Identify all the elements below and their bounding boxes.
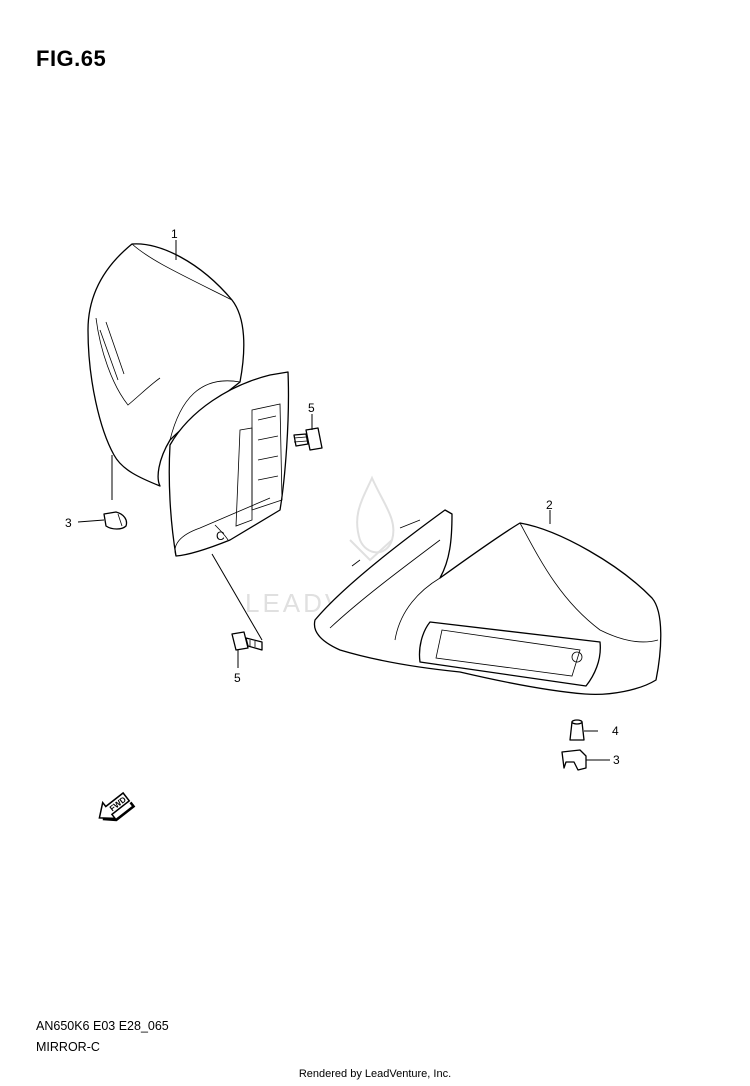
callout-5-upper: 5 [308,401,315,415]
clip-left[interactable] [103,511,128,530]
callout-2: 2 [546,498,553,512]
callout-3-right: 3 [613,753,620,767]
footer-credit: Rendered by LeadVenture, Inc. [298,1068,452,1080]
svg-text:C: C [216,529,225,543]
clip-right[interactable] [561,749,587,771]
figure-title: FIG.65 [36,46,107,71]
figure-code: AN650K6 E03 E28_065 [36,1019,169,1033]
callout-3-left: 3 [65,516,72,530]
screw-lower[interactable] [231,631,263,651]
grommet[interactable] [569,719,585,741]
callout-4: 4 [612,724,619,738]
fwd-arrow: FWD [98,791,136,822]
screw-upper[interactable] [293,427,323,451]
figure-name: MIRROR-C [36,1040,100,1054]
left-mirror-housing[interactable]: C [87,243,290,557]
callout-5-lower: 5 [234,671,241,685]
right-mirror-housing[interactable] [313,509,662,696]
leader-lines [77,240,610,761]
callout-1: 1 [171,227,178,241]
